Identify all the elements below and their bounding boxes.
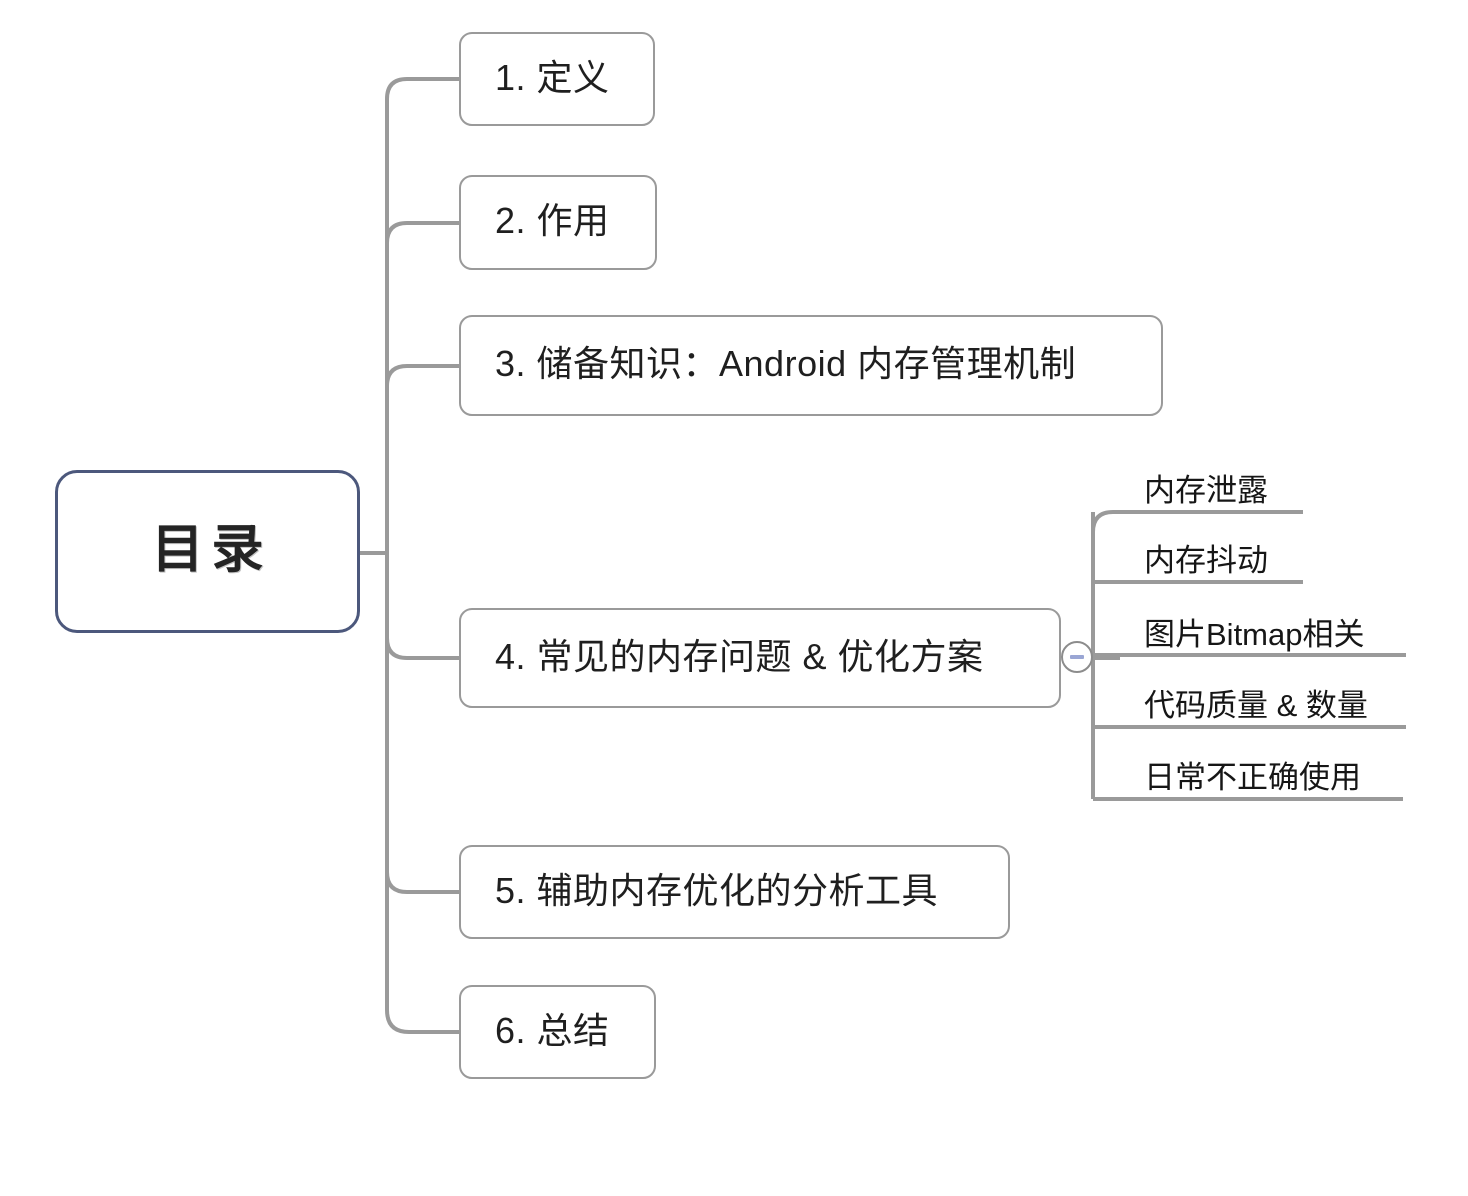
sub-item-code-quality-label: 代码质量 & 数量	[1144, 688, 1368, 724]
node-purpose[interactable]: 2. 作用	[459, 175, 657, 270]
sub-item-improper-usage-label: 日常不正确使用	[1144, 760, 1361, 796]
node-summary-label: 6. 总结	[495, 1009, 610, 1051]
edge-to-node-1	[385, 77, 459, 100]
node-common-memory-problems-label: 4. 常见的内存问题 & 优化方案	[495, 635, 984, 677]
node-definition-label: 1. 定义	[495, 56, 610, 98]
edge-to-node-2	[385, 221, 459, 244]
node-purpose-label: 2. 作用	[495, 200, 610, 241]
sub-item-improper-usage[interactable]: 日常不正确使用	[1092, 745, 1403, 799]
edge-sub-0	[1091, 510, 1303, 533]
node-background-knowledge[interactable]: 3. 储备知识：Android 内存管理机制	[459, 315, 1163, 416]
node-analysis-tools[interactable]: 5. 辅助内存优化的分析工具	[459, 845, 1010, 939]
root-node-label: 目录	[151, 521, 272, 579]
node-analysis-tools-label: 5. 辅助内存优化的分析工具	[495, 869, 939, 911]
edge-to-node-5	[385, 871, 459, 894]
sub-item-memory-churn-label: 内存抖动	[1144, 543, 1268, 579]
minus-icon	[1070, 655, 1084, 659]
sub-item-bitmap-label: 图片Bitmap相关	[1144, 617, 1365, 653]
node-background-knowledge-label: 3. 储备知识：Android 内存管理机制	[495, 343, 1077, 384]
node-common-memory-problems[interactable]: 4. 常见的内存问题 & 优化方案	[459, 608, 1061, 708]
edge-to-node-3	[385, 364, 459, 387]
sub-item-memory-churn[interactable]: 内存抖动	[1092, 530, 1304, 582]
sub-item-memory-leak[interactable]: 内存泄露	[1092, 460, 1304, 512]
collapse-toggle-icon[interactable]	[1061, 641, 1093, 673]
edge-to-node-4	[385, 637, 459, 660]
node-summary[interactable]: 6. 总结	[459, 985, 656, 1079]
sub-item-memory-leak-label: 内存泄露	[1144, 473, 1268, 509]
root-node[interactable]: 目录	[55, 470, 360, 633]
sub-item-bitmap[interactable]: 图片Bitmap相关	[1092, 602, 1406, 656]
edge-to-node-6	[385, 1009, 459, 1034]
sub-item-code-quality[interactable]: 代码质量 & 数量	[1092, 673, 1406, 727]
node-definition[interactable]: 1. 定义	[459, 32, 655, 126]
